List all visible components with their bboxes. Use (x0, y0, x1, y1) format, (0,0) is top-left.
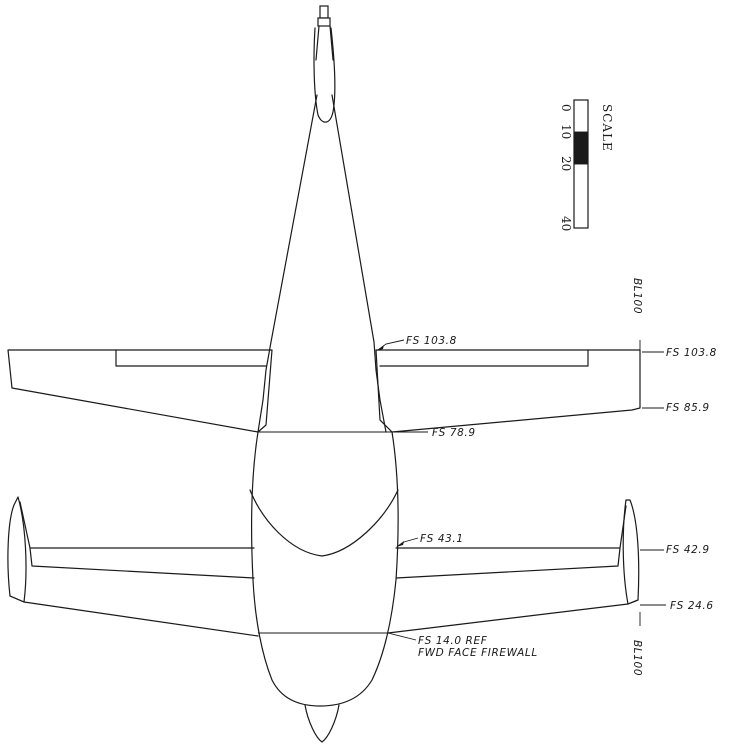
scale-tick-10: 10 (559, 124, 573, 139)
label-fs-103-8-root: FS 103.8 (406, 335, 457, 347)
wing-left-outline (9, 501, 259, 637)
scale-tick-40: 40 (559, 216, 573, 231)
main-wing-right (387, 499, 640, 634)
scale-title: SCALE (600, 104, 614, 152)
wing-right-aileron (395, 547, 621, 579)
nose-cone (313, 27, 336, 123)
forward-fuselage-outline (257, 94, 387, 433)
scale-bar: 0 10 20 40 SCALE (559, 99, 614, 231)
annotations: BL100 FS 103.8 FS 103.8 FS 85.9 FS 78.9 … (376, 278, 717, 676)
fuselage (249, 5, 399, 743)
main-wing-left (7, 496, 259, 637)
canard-left (7, 349, 273, 433)
label-fs-103-8-tip: FS 103.8 (666, 347, 717, 359)
canard-right-elevator (379, 349, 589, 367)
scale-tick-0: 0 (559, 104, 573, 112)
scale-bar-segment-10-20 (574, 132, 588, 164)
wing-left-aileron (29, 547, 255, 579)
label-fs-78-9: FS 78.9 (432, 427, 476, 439)
propeller-spinner (304, 704, 340, 743)
nose-probe-base (317, 17, 331, 27)
arrow-fs-43-1 (396, 541, 404, 547)
canard-left-elevator (115, 349, 267, 367)
winglet-right (622, 499, 640, 605)
leader-fs-14-0 (387, 632, 417, 641)
label-bl100-top: BL100 (631, 278, 643, 314)
label-fs-43-1: FS 43.1 (420, 533, 464, 545)
label-fs-85-9: FS 85.9 (666, 402, 710, 414)
label-fs-24-6: FS 24.6 (670, 600, 714, 612)
mid-fuselage-outline (251, 431, 399, 707)
label-firewall-note: FWD FACE FIREWALL (418, 647, 538, 659)
scale-tick-20: 20 (559, 156, 573, 171)
nose-probe-tip (319, 5, 329, 19)
label-fs-42-9: FS 42.9 (666, 544, 710, 556)
label-fs-14-0: FS 14.0 REF (418, 635, 488, 647)
label-bl100-bottom: BL100 (631, 640, 643, 676)
arrow-fs-103-8-root (376, 345, 384, 351)
nose-probe-stem (315, 25, 334, 61)
canopy-outline (249, 489, 399, 557)
winglet-left (7, 496, 27, 603)
wing-right-outline (387, 505, 639, 634)
canard-right (375, 349, 641, 433)
